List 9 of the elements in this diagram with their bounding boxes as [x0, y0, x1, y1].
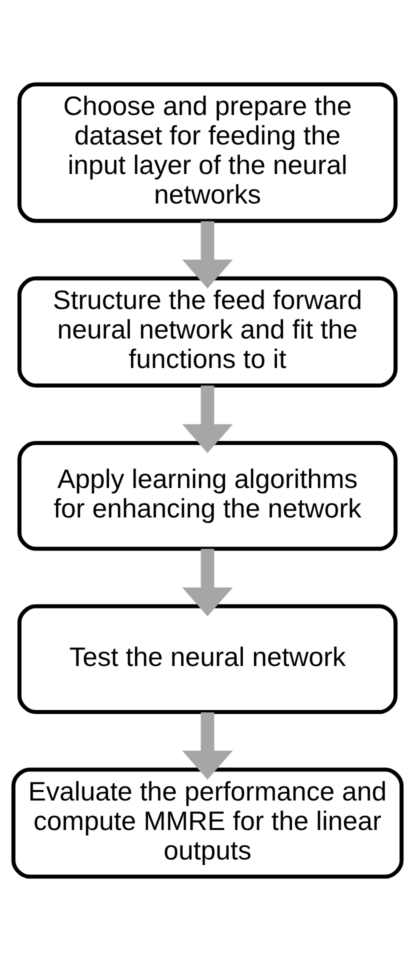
node-box: Apply learning algorithms for enhancing the network	[17, 441, 398, 551]
node-box: Evaluate the performance and compute MMRE for the linear outputs	[11, 768, 404, 879]
node-box: Choose and prepare the dataset for feeding the input layer of the neural networks	[17, 82, 398, 223]
arrow	[182, 712, 233, 780]
arrow	[182, 548, 233, 616]
arrow	[182, 386, 233, 454]
arrow	[182, 221, 233, 288]
node-box: Structure the feed forward neural network and fit the functions to it	[17, 276, 398, 388]
node-box: Test the neural network	[17, 604, 398, 714]
